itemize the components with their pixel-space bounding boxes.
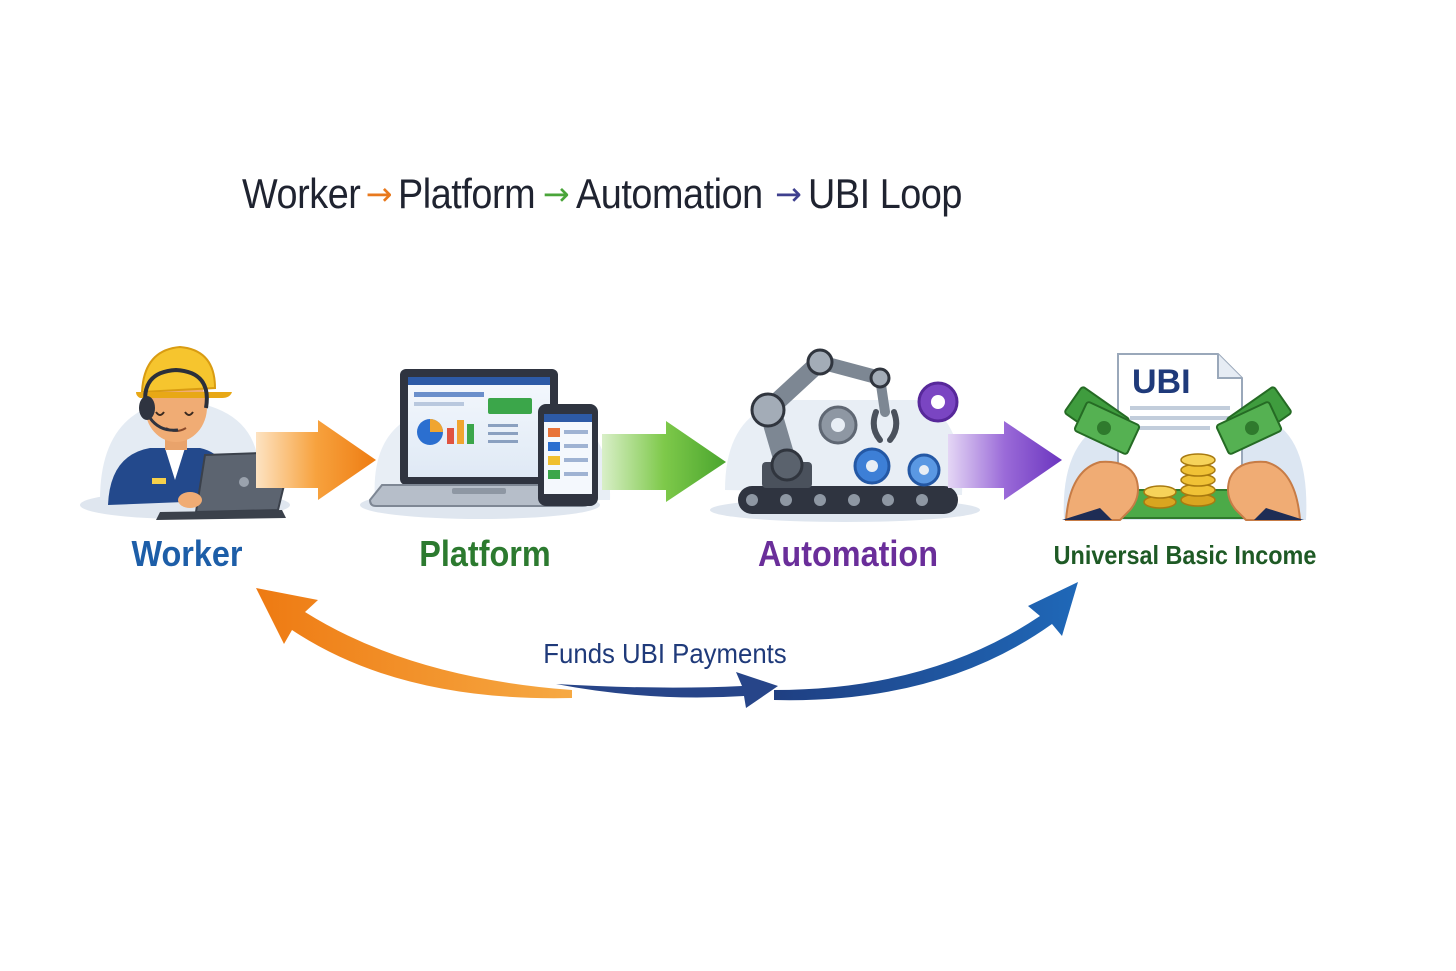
- robot-joint-2: [806, 348, 834, 376]
- headset-mic: [148, 417, 179, 432]
- title-automation: Automation: [575, 170, 763, 217]
- tablet-screen: [544, 414, 592, 494]
- tablet-tile-4: [548, 470, 560, 479]
- title-row: Worker → Platform → Automation → UBI Loo…: [242, 164, 979, 224]
- gear-icon-gray: [818, 405, 858, 445]
- screen-text-line-2: [414, 402, 464, 406]
- tablet-tile-2: [548, 442, 560, 451]
- tablet-header: [544, 414, 592, 422]
- loop-label: Funds UBI Payments: [543, 638, 787, 669]
- hand-right-icon: [1227, 460, 1302, 521]
- tablet-tile-3: [548, 456, 560, 465]
- hand-left-icon: [1064, 460, 1139, 521]
- screen-list-3: [488, 440, 518, 443]
- doc-line-1: [1130, 406, 1230, 410]
- tablet-line-4: [564, 472, 588, 476]
- title-arrow-navy: →: [775, 175, 802, 213]
- screen-green-button: [488, 398, 532, 414]
- worker-collar: [165, 448, 185, 480]
- roller-5: [882, 494, 894, 506]
- worker-label: Worker: [131, 533, 243, 574]
- robot-joint-1: [750, 392, 786, 428]
- title-arrow-green: →: [542, 175, 570, 213]
- roller-1: [746, 494, 758, 506]
- gear-icon-blue-small: [907, 453, 941, 487]
- gear-icon-blue: [853, 447, 891, 485]
- hardhat-brim: [136, 392, 232, 398]
- title-platform: Platform: [398, 170, 536, 217]
- ubi-label: Universal Basic Income: [1053, 540, 1317, 570]
- automation-illustration: [710, 348, 980, 522]
- tablet-tile-1: [548, 428, 560, 437]
- pie-slice: [430, 419, 443, 432]
- laptop-logo: [239, 477, 249, 487]
- title-ubi-loop: UBI Loop: [807, 170, 962, 217]
- loop-arrow-center: [556, 672, 778, 708]
- document-fold: [1217, 354, 1242, 379]
- sleeve-left: [1062, 508, 1112, 520]
- coin-stack-icon: [1143, 453, 1216, 509]
- ubi-document-text: UBI: [1132, 363, 1191, 401]
- sleeve-right: [1254, 508, 1304, 520]
- screen-header-bar: [408, 377, 550, 385]
- ubi-illustration: UBI: [1062, 353, 1307, 521]
- doc-line-2: [1130, 416, 1230, 420]
- worker-badge: [152, 478, 166, 484]
- arrow-worker-to-platform: [256, 420, 376, 500]
- gear-icon-purple: [917, 381, 959, 423]
- headset-icon: [139, 396, 155, 420]
- robot-joint-base: [770, 448, 804, 482]
- worker-eye-right: [184, 411, 194, 416]
- tablet-line-2: [564, 444, 588, 448]
- title-arrow-orange: →: [365, 175, 393, 213]
- bar-3: [467, 424, 474, 444]
- bar-2: [457, 420, 464, 444]
- roller-6: [916, 494, 928, 506]
- arrow-platform-to-automation: [602, 421, 726, 502]
- laptop-trackpad: [452, 488, 506, 494]
- worker-eye-left: [155, 411, 165, 416]
- title-worker: Worker: [242, 170, 361, 217]
- tablet-line-1: [564, 430, 588, 434]
- arrow-automation-to-ubi: [948, 421, 1062, 500]
- bar-1: [447, 428, 454, 444]
- automation-label: Automation: [758, 533, 938, 574]
- robot-joint-3: [869, 367, 891, 389]
- loop-arrow-to-worker: [256, 588, 572, 699]
- laptop-base: [156, 510, 286, 520]
- cash-left-icon: [1064, 386, 1141, 455]
- headset-band: [143, 367, 209, 409]
- cash-right-icon: [1215, 386, 1292, 455]
- platform-label: Platform: [419, 533, 551, 574]
- roller-3: [814, 494, 826, 506]
- roller-2: [780, 494, 792, 506]
- roller-4: [848, 494, 860, 506]
- robot-gripper-icon: [870, 409, 900, 443]
- screen-list-2: [488, 432, 518, 435]
- doc-line-3: [1130, 426, 1210, 430]
- tablet-line-3: [564, 458, 588, 462]
- worker-illustration: [80, 345, 294, 520]
- platform-illustration: [360, 369, 611, 519]
- screen-text-line: [414, 392, 484, 397]
- loop-arrow-to-ubi: [774, 582, 1078, 701]
- screen-list-1: [488, 424, 518, 427]
- worker-hand: [178, 492, 202, 508]
